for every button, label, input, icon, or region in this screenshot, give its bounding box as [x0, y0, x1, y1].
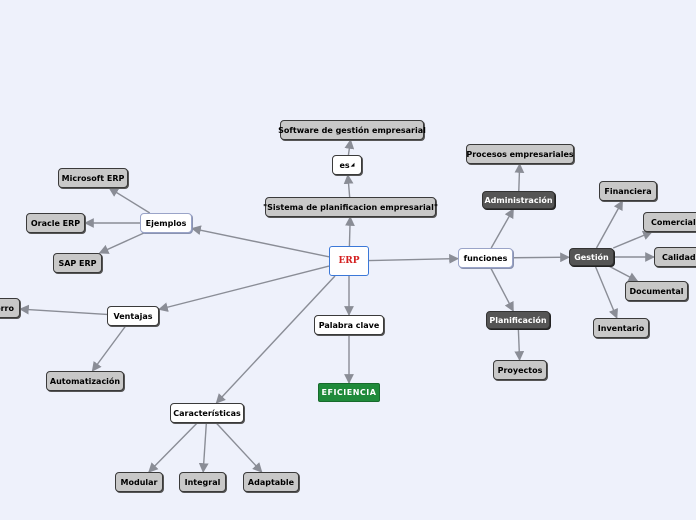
connector-es-to-software	[344, 139, 355, 156]
expand-triangle-icon[interactable]: ◢	[350, 162, 355, 168]
node-comercial[interactable]: Comercial y	[643, 212, 696, 232]
connector-root-to-caracteristicas	[215, 275, 336, 404]
node-documental[interactable]: Documental	[625, 281, 688, 301]
node-ejemplos[interactable]: Ejemplos	[140, 213, 192, 233]
connector-root-to-ejemplos	[191, 225, 330, 258]
node-proyectos[interactable]: Proyectos	[493, 360, 547, 380]
node-inventario[interactable]: Inventario	[593, 318, 649, 338]
node-procesos-empresariales[interactable]: Procesos empresariales	[466, 144, 574, 164]
node-palabra-clave[interactable]: Palabra clave	[314, 315, 384, 335]
connector-caracteristicas-to-modular	[148, 422, 198, 473]
connector-ventajas-to-automatizacion	[91, 325, 127, 372]
node-eficiencia[interactable]: EFICIENCIA	[318, 383, 380, 402]
node-administracion[interactable]: Administración	[482, 191, 555, 209]
node-es[interactable]: es◢	[332, 155, 362, 175]
root-node-erp[interactable]: ERP	[329, 246, 369, 276]
root-label: ERP	[338, 256, 360, 266]
node-adaptable[interactable]: Adaptable	[243, 472, 299, 492]
connector-gestion-to-comercial	[612, 230, 653, 249]
connector-gestion-to-documental	[608, 265, 639, 282]
connector-sistema-to-es	[343, 174, 354, 198]
connector-gestion-to-inventario	[594, 265, 618, 319]
node-ahorro-partial[interactable]: orro	[0, 298, 20, 318]
node-microsoft-erp[interactable]: Microsoft ERP	[58, 168, 128, 188]
node-sap-erp[interactable]: SAP ERP	[53, 253, 102, 273]
connector-ejemplos-to-sap_erp	[98, 232, 145, 254]
connector-ejemplos-to-microsoft_erp	[108, 187, 151, 214]
node-planificacion[interactable]: Planificación	[486, 311, 550, 329]
connector-root-to-ventajas	[158, 265, 330, 312]
connector-administracion-to-procesos	[514, 163, 525, 192]
node-oracle-erp[interactable]: Oracle ERP	[26, 213, 85, 233]
node-financiera[interactable]: Financiera	[599, 181, 657, 201]
node-calidad[interactable]: Calidad	[654, 247, 696, 267]
connector-caracteristicas-to-integral	[198, 422, 209, 473]
connector-root-to-sistema	[345, 216, 355, 247]
connector-funciones-to-administracion	[490, 208, 514, 249]
node-caracteristicas[interactable]: Características	[170, 403, 244, 423]
connector-funciones-to-planificacion	[490, 267, 514, 312]
node-software-gestion[interactable]: Software de gestión empresarial	[278, 120, 426, 140]
connector-root-to-funciones	[368, 253, 459, 264]
connector-gestion-to-financiera	[595, 200, 624, 249]
node-sistema-planificacion[interactable]: "Sistema de planificacion empresarial"	[263, 197, 438, 217]
connector-caracteristicas-to-adaptable	[215, 422, 263, 473]
node-ventajas[interactable]: Ventajas	[107, 306, 159, 326]
node-automatizacion[interactable]: Automatización	[46, 371, 124, 391]
connector-planificacion-to-proyectos	[514, 328, 525, 361]
connector-funciones-to-gestion	[512, 252, 570, 263]
node-es-label: es	[339, 160, 350, 170]
node-gestion[interactable]: Gestión	[569, 248, 614, 266]
node-funciones[interactable]: funciones	[458, 248, 513, 268]
node-integral[interactable]: Integral	[179, 472, 226, 492]
node-modular[interactable]: Modular	[115, 472, 163, 492]
connector-ventajas-to-ahorro	[19, 304, 108, 316]
